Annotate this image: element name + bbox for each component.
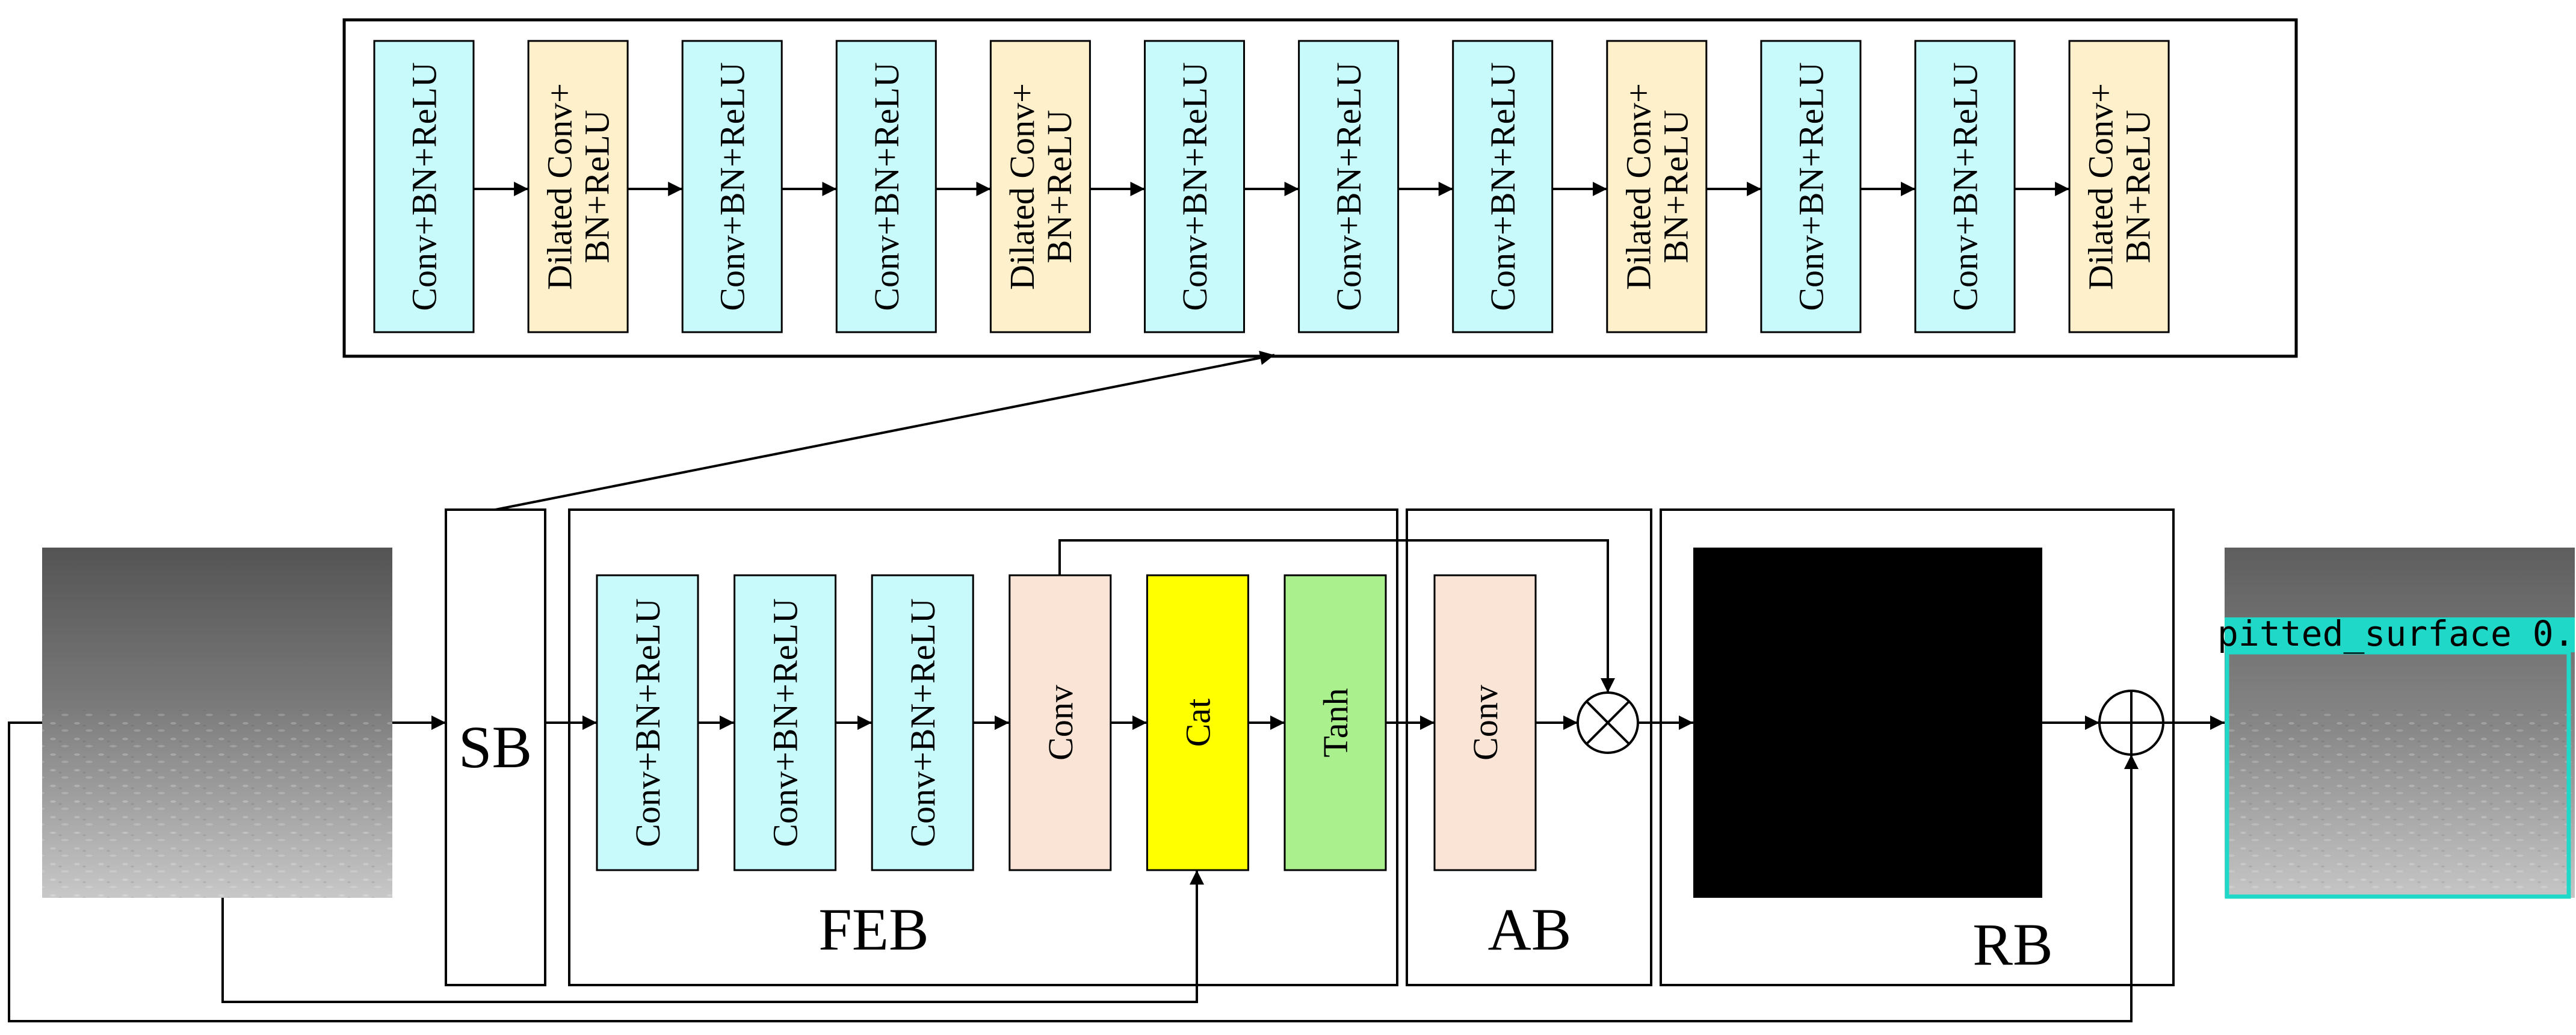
top-block-label-line: Conv+BN+ReLU <box>713 62 752 310</box>
top-block-label-line: BN+ReLU <box>578 110 617 263</box>
top-block-label-line: BN+ReLU <box>2119 110 2158 263</box>
feb-block-tanh <box>1283 574 1387 871</box>
input-image <box>42 548 392 898</box>
top-block-conv-bn-relu <box>681 40 783 333</box>
top-block-label: Conv+BN+ReLU <box>713 62 752 310</box>
top-block-label-line: Conv+BN+ReLU <box>405 62 444 310</box>
top-block-conv-bn-relu <box>373 40 475 333</box>
top-block-label-line: Conv+BN+ReLU <box>1175 62 1214 310</box>
multiply-operator-icon <box>1577 691 1639 754</box>
feb-block-label: Cat <box>1178 699 1217 747</box>
top-block-label: Dilated Conv+BN+ReLU <box>1002 83 1079 290</box>
top-block-label-line: Conv+BN+ReLU <box>1946 62 1985 310</box>
top-block-label: Conv+BN+ReLU <box>1175 62 1214 310</box>
top-block-label: Dilated Conv+BN+ReLU <box>540 83 617 290</box>
feb-block-label: Conv+BN+ReLU <box>766 598 805 847</box>
feb-block-conv-bn-relu <box>871 574 974 871</box>
rb-label: RB <box>1972 911 2052 978</box>
top-block-label: Dilated Conv+BN+ReLU <box>2081 83 2158 290</box>
rb-frame <box>1660 508 2175 986</box>
connections <box>8 539 2225 1022</box>
top-block-label-line: BN+ReLU <box>1040 110 1079 263</box>
top-block-conv-bn-relu <box>1298 40 1400 333</box>
feb-block-conv <box>1008 574 1112 871</box>
top-block-label-line: Conv+BN+ReLU <box>1791 62 1830 310</box>
top-block-label-line: Dilated Conv+ <box>1619 83 1658 290</box>
top-block-conv-bn-relu <box>1914 40 2016 333</box>
feb-frame <box>568 508 1398 986</box>
feb-block-label: Conv+BN+ReLU <box>628 598 667 847</box>
ab-label: AB <box>1488 896 1572 963</box>
detection-label-bg <box>2225 617 2575 652</box>
ab-frame <box>1406 508 1652 986</box>
ab-block-label: Conv <box>1466 685 1505 761</box>
top-block-dilated-conv-bn-relu <box>527 40 629 333</box>
top-block-dilated-conv-bn-relu <box>1606 40 1708 333</box>
feb-block-label: Tanh <box>1316 688 1355 757</box>
top-block-conv-bn-relu <box>1144 40 1245 333</box>
top-block-label: Conv+BN+ReLU <box>405 62 444 310</box>
top-block-conv-bn-relu <box>1760 40 1862 333</box>
add-operator-icon <box>2098 690 2164 756</box>
top-block-conv-bn-relu <box>835 40 937 333</box>
top-block-label-line: Conv+BN+ReLU <box>1329 62 1368 310</box>
top-block-label-line: Dilated Conv+ <box>2081 83 2120 290</box>
top-block-label-line: Conv+BN+ReLU <box>1483 62 1522 310</box>
top-block-conv-bn-relu <box>1452 40 1554 333</box>
top-block-dilated-conv-bn-relu <box>2068 40 2170 333</box>
ab-block-conv <box>1433 574 1537 871</box>
feb-block-conv-bn-relu <box>596 574 699 871</box>
top-block-dilated-conv-bn-relu <box>989 40 1091 333</box>
top-module-frame <box>342 18 2298 358</box>
top-block-label: Dilated Conv+BN+ReLU <box>1619 83 1695 290</box>
detection-label: pitted_surface 0.64 <box>2217 613 2576 654</box>
output-image: pitted_surface 0.64 <box>2217 548 2576 899</box>
feb-block-label: Conv <box>1041 685 1080 761</box>
top-block-label-line: Dilated Conv+ <box>540 83 579 290</box>
top-block-label: Conv+BN+ReLU <box>867 62 906 310</box>
top-block-label: Conv+BN+ReLU <box>1483 62 1522 310</box>
sb-label: SB <box>459 714 532 780</box>
feb-label: FEB <box>818 896 928 963</box>
sb-block <box>445 508 546 986</box>
residual-map-black <box>1693 548 2042 898</box>
top-block-label-line: Dilated Conv+ <box>1002 83 1042 290</box>
top-block-label-line: Conv+BN+ReLU <box>867 62 906 310</box>
top-block-label: Conv+BN+ReLU <box>1329 62 1368 310</box>
feb-block-label: Conv+BN+ReLU <box>903 598 942 847</box>
sb-to-top-module-arrow <box>495 350 1275 511</box>
feb-block-conv-bn-relu <box>734 574 837 871</box>
top-block-label: Conv+BN+ReLU <box>1791 62 1830 310</box>
feb-block-cat <box>1146 574 1249 871</box>
top-block-label: Conv+BN+ReLU <box>1946 62 1985 310</box>
top-block-label-line: BN+ReLU <box>1656 110 1695 263</box>
